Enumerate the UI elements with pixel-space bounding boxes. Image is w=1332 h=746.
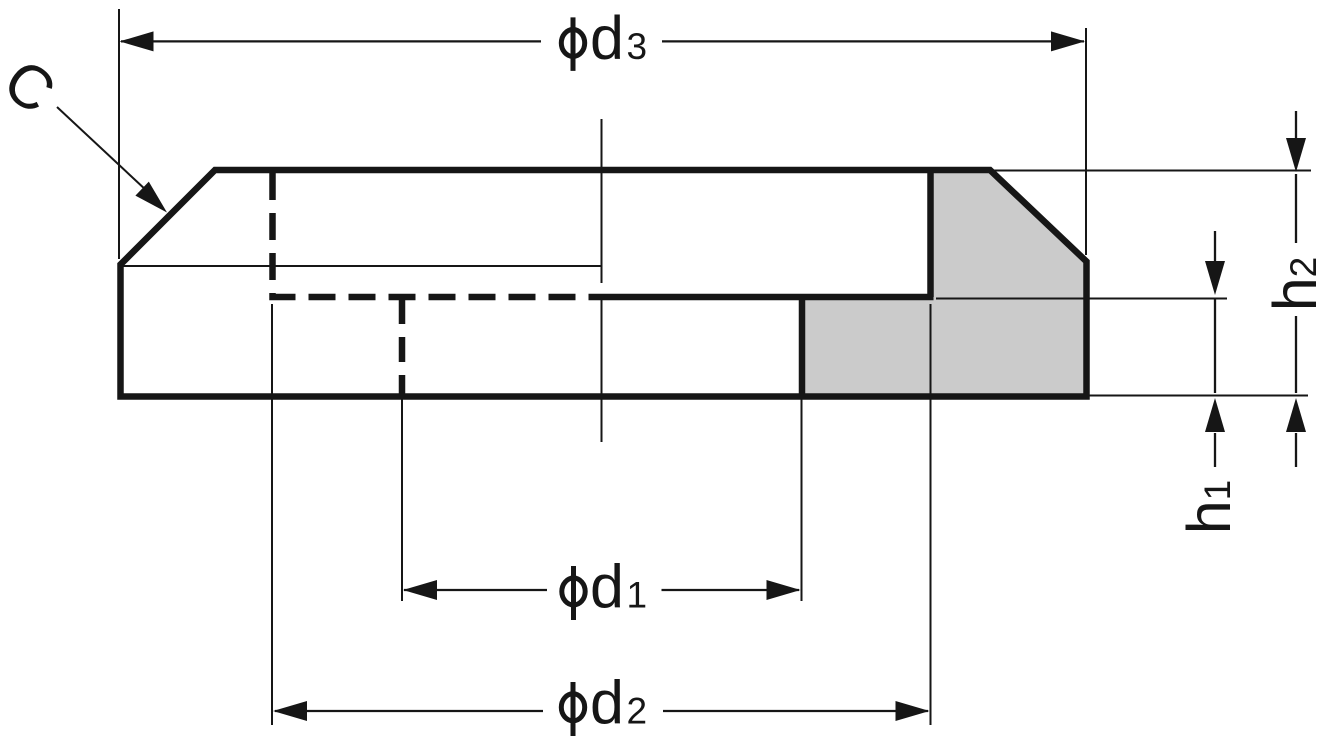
svg-text:1: 1 [627, 575, 648, 616]
svg-text:h1: h1 [1175, 480, 1243, 535]
svg-text:3: 3 [627, 26, 648, 67]
svg-text:d: d [590, 4, 624, 72]
svg-text:d: d [590, 669, 624, 737]
svg-text:2: 2 [627, 691, 648, 732]
svg-text:d: d [590, 553, 624, 621]
